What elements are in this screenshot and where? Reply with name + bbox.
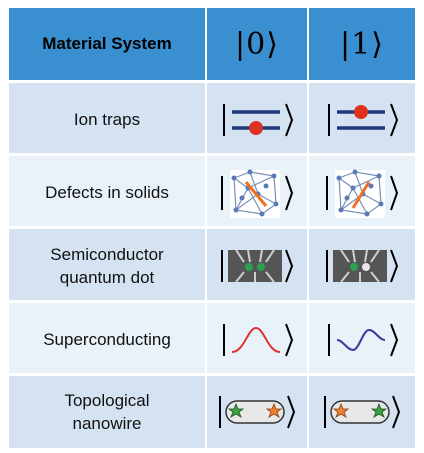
- row-label-line-1: Semiconductor: [50, 245, 164, 264]
- wave-packet-icon: [328, 323, 399, 356]
- row-label-line-1: Topological: [64, 391, 150, 410]
- defect-ket-1: [309, 156, 415, 229]
- quantum-dot-chip-icon: [221, 249, 294, 283]
- nanowire-star-icon: [219, 395, 296, 429]
- header-ket-0: |0⟩: [207, 8, 309, 80]
- superconducting-ket-1: [309, 303, 415, 376]
- quantum-dot-ket-0: [207, 229, 309, 303]
- table-header: Material System |0⟩ |1⟩: [9, 8, 415, 80]
- wave-packet-icon: [223, 323, 294, 356]
- row-label-line-2: nanowire: [72, 414, 142, 433]
- defect-ket-0: [207, 156, 309, 229]
- nanowire-star-icon: [324, 395, 401, 429]
- header-material-system: Material System: [9, 8, 207, 80]
- row-label: Superconducting: [9, 303, 207, 376]
- energy-level-icon: [328, 103, 399, 136]
- crystal-lattice-icon: [221, 169, 294, 218]
- ion-trap-ket-1: [309, 83, 415, 156]
- row-label-line-2: quantum dot: [59, 268, 155, 287]
- row-defects-in-solids: Defects in solids: [9, 153, 415, 229]
- nanowire-ket-1: [309, 376, 415, 448]
- row-label: Ion traps: [9, 83, 207, 156]
- energy-level-icon: [223, 103, 294, 136]
- row-semiconductor-quantum-dot: Semiconductor quantum dot: [9, 226, 415, 303]
- row-label: Semiconductor quantum dot: [9, 229, 207, 303]
- row-label: Topological nanowire: [9, 376, 207, 448]
- header-ket-1: |1⟩: [340, 26, 384, 62]
- nanowire-ket-0: [207, 376, 309, 448]
- crystal-lattice-icon: [326, 169, 399, 218]
- row-ion-traps: Ion traps: [9, 80, 415, 156]
- quantum-dot-chip-icon: [326, 249, 399, 283]
- superconducting-ket-0: [207, 303, 309, 376]
- quantum-dot-ket-1: [309, 229, 415, 303]
- row-label: Defects in solids: [9, 156, 207, 229]
- qubit-table: Material System |0⟩ |1⟩ Ion traps: [9, 8, 415, 448]
- row-superconducting: Superconducting: [9, 300, 415, 376]
- ion-trap-ket-0: [207, 83, 309, 156]
- row-topological-nanowire: Topological nanowire: [9, 373, 415, 448]
